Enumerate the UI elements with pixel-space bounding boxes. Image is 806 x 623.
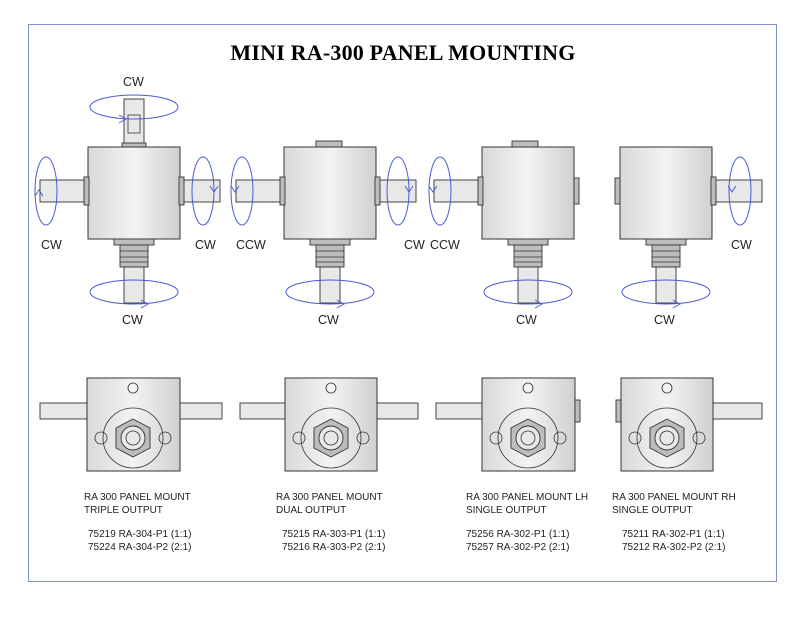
caption-part-number: 75257 RA-302-P2 (2:1) xyxy=(466,542,570,553)
caption-part-number: 75219 RA-304-P1 (1:1) xyxy=(88,529,192,540)
caption-title: RA 300 PANEL MOUNT RH xyxy=(612,492,736,503)
rotation-arrow-left xyxy=(34,156,58,226)
caption-dual-output: RA 300 PANEL MOUNT DUAL OUTPUT 75215 RA-… xyxy=(276,491,385,554)
caption-part-number: 75216 RA-303-P2 (2:1) xyxy=(282,542,386,553)
triple-output-side-view xyxy=(34,94,221,309)
dual-right-rotation-label: CW xyxy=(404,238,425,252)
lh-left-rotation-label: CCW xyxy=(430,238,460,252)
caption-part-number: 75224 RA-304-P2 (2:1) xyxy=(88,542,192,553)
caption-title: RA 300 PANEL MOUNT LH xyxy=(466,492,589,503)
caption-subtitle: DUAL OUTPUT xyxy=(276,505,347,516)
caption-subtitle: SINGLE OUTPUT xyxy=(612,505,693,516)
rotation-arrow-top xyxy=(89,94,179,120)
caption-title: RA 300 PANEL MOUNT xyxy=(276,492,383,503)
caption-part-number: 75212 RA-302-P2 (2:1) xyxy=(622,542,726,553)
drawing-title: MINI RA-300 PANEL MOUNTING xyxy=(230,40,576,65)
caption-title: RA 300 PANEL MOUNT xyxy=(84,492,191,503)
rh-right-rotation-label: CW xyxy=(731,238,752,252)
caption-single-rh: RA 300 PANEL MOUNT RH SINGLE OUTPUT 7521… xyxy=(612,491,736,554)
triple-top-rotation-label: CW xyxy=(123,75,144,89)
caption-subtitle: TRIPLE OUTPUT xyxy=(84,505,163,516)
caption-single-lh: RA 300 PANEL MOUNT LH SINGLE OUTPUT 7525… xyxy=(466,491,588,554)
triple-left-rotation-label: CW xyxy=(41,238,62,252)
lh-bottom-rotation-label: CW xyxy=(516,313,537,327)
rh-bottom-rotation-label: CW xyxy=(654,313,675,327)
rotation-arrow-right xyxy=(191,156,215,226)
drawing-frame xyxy=(28,24,777,582)
rotation-arrow-left xyxy=(230,156,254,226)
triple-bottom-rotation-label: CW xyxy=(122,313,143,327)
rotation-arrow-bottom xyxy=(89,279,179,305)
caption-subtitle: SINGLE OUTPUT xyxy=(466,505,547,516)
rotation-arrow-right xyxy=(728,156,752,226)
single-lh-front-view xyxy=(435,377,581,472)
dual-output-side-view xyxy=(230,140,417,309)
dual-left-rotation-label: CCW xyxy=(236,238,266,252)
single-lh-side-view xyxy=(428,140,580,309)
caption-triple-output: RA 300 PANEL MOUNT TRIPLE OUTPUT 75219 R… xyxy=(84,491,191,554)
caption-part-number: 75215 RA-303-P1 (1:1) xyxy=(282,529,386,540)
triple-right-rotation-label: CW xyxy=(195,238,216,252)
caption-part-number: 75211 RA-302-P1 (1:1) xyxy=(622,529,725,540)
dual-bottom-rotation-label: CW xyxy=(318,313,339,327)
rotation-arrow-bottom xyxy=(621,279,711,305)
triple-output-front-view xyxy=(39,377,223,472)
rotation-arrow-right xyxy=(386,156,410,226)
dual-output-front-view xyxy=(239,377,419,472)
caption-part-number: 75256 RA-302-P1 (1:1) xyxy=(466,529,570,540)
rotation-arrow-bottom xyxy=(483,279,573,305)
rotation-arrow-left xyxy=(428,156,452,226)
single-rh-side-view xyxy=(614,146,763,309)
single-rh-front-view xyxy=(615,377,763,472)
rotation-arrow-bottom xyxy=(285,279,375,305)
